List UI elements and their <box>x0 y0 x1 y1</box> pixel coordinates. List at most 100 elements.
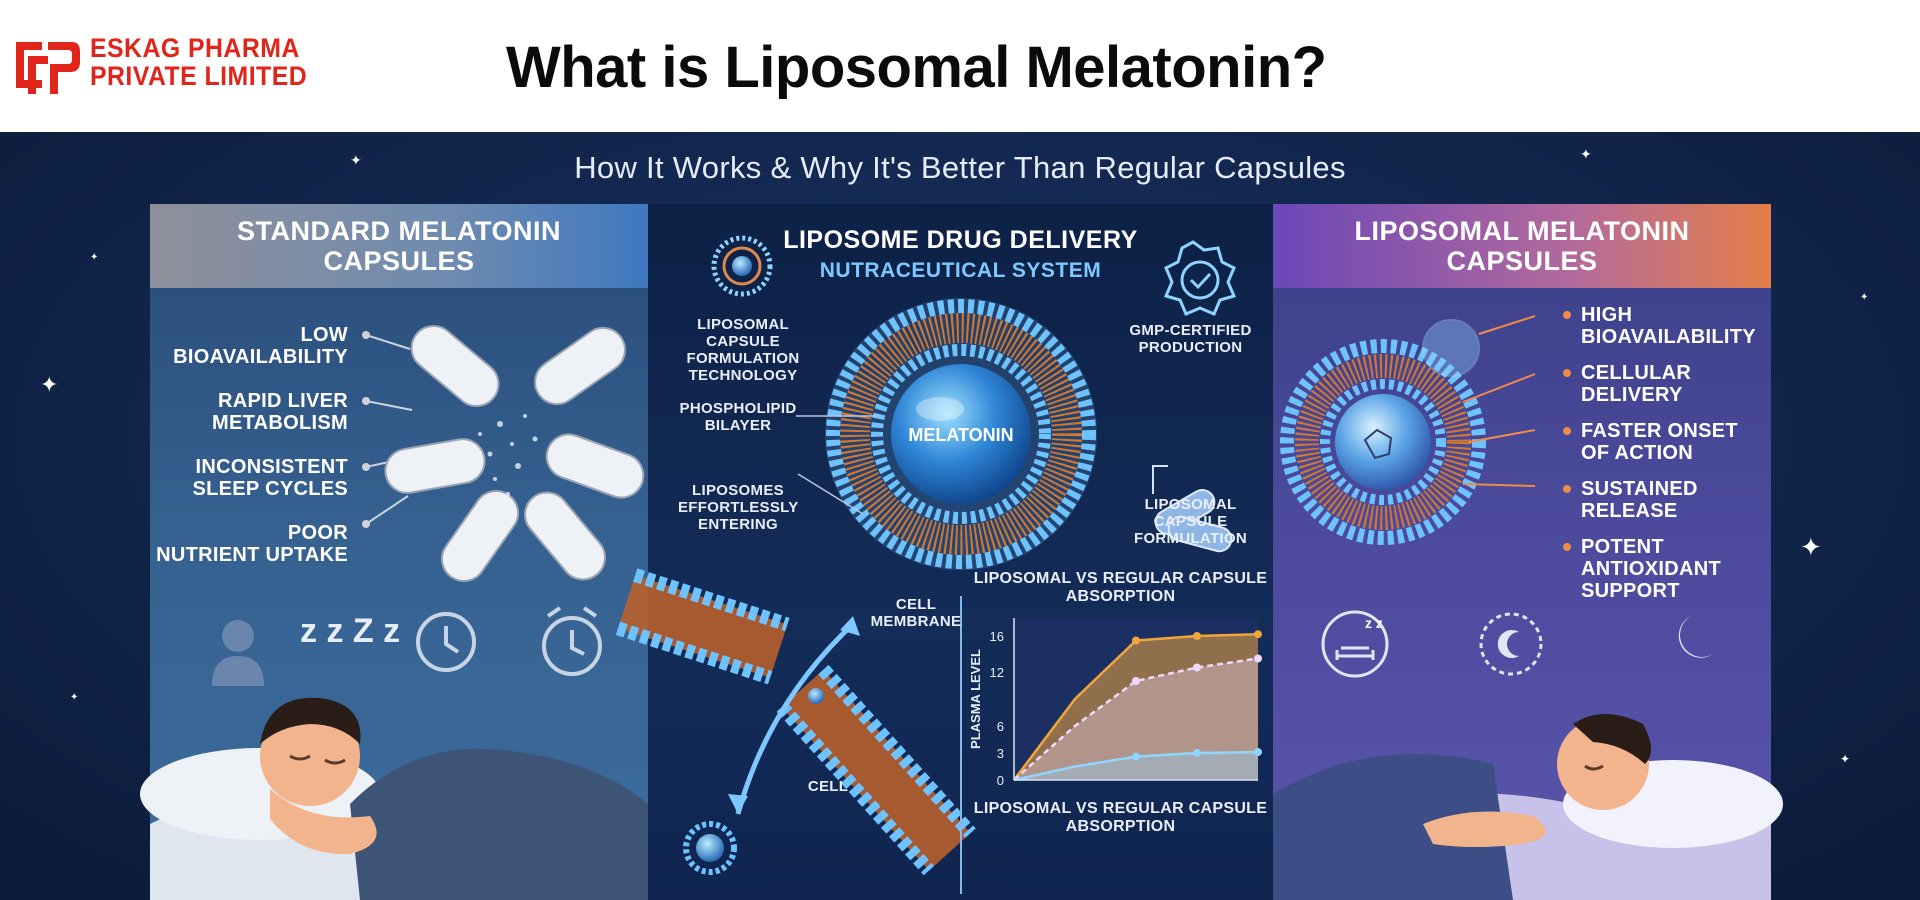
central-liposome <box>825 298 1097 570</box>
star-icon: ✦ <box>70 692 79 703</box>
small-liposome-icon <box>683 821 737 875</box>
star-icon: ✦ <box>1840 752 1851 766</box>
heading-line: LIPOSOMAL MELATONIN <box>1354 216 1690 246</box>
chart-bottom-caption: LIPOSOMAL VS REGULAR CAPSULE ABSORPTION <box>973 800 1268 836</box>
heading-line: STANDARD MELATONIN <box>237 216 561 246</box>
chart-data-point <box>1254 654 1262 663</box>
point-line: NUTRIENT UPTAKE <box>156 544 348 566</box>
label-line: PRODUCTION <box>1138 339 1243 356</box>
liposome-delivery-panel: LIPOSOME DRUG DELIVERY NUTRACEUTICAL SYS… <box>615 204 1273 900</box>
point-low-bioavailability: LOW BIOAVAILABILITY <box>173 324 348 368</box>
label-line: BILAYER <box>704 417 772 434</box>
chart-y-axis-label: PLASMA LEVEL <box>968 649 983 749</box>
heading-line: NUTRACEUTICAL SYSTEM <box>819 259 1102 282</box>
star-icon: ✦ <box>1800 532 1822 562</box>
chart-data-point <box>1132 752 1140 761</box>
phospholipid-bilayer-label: PHOSPHOLIPID BILAYER <box>678 400 798 434</box>
point-sustained-release: SUSTAINED RELEASE <box>1563 478 1698 522</box>
label-line: FORMULATION <box>1133 530 1247 547</box>
svg-text:z z: z z <box>1365 615 1383 631</box>
star-icon: ✦ <box>1580 146 1592 162</box>
tired-sleeper-illustration <box>140 697 648 900</box>
heading-line: CAPSULES <box>1446 246 1598 276</box>
point-line: RELEASE <box>1581 500 1678 522</box>
chart-y-tick-label: 0 <box>997 773 1004 788</box>
crescent-moon-icon <box>1678 616 1713 658</box>
company-name-line2: PRIVATE LIMITED <box>90 61 308 91</box>
point-line: OF ACTION <box>1581 442 1693 464</box>
moon-cycle-icon <box>1479 612 1543 676</box>
point-line: SLEEP CYCLES <box>192 478 348 500</box>
infographic-subtitle: How It Works & Why It's Better Than Regu… <box>574 150 1346 185</box>
label-line: TECHNOLOGY <box>688 367 798 384</box>
label-line: CAPSULE <box>706 333 780 350</box>
point-poor-nutrient-uptake: POOR NUTRIENT UPTAKE <box>156 522 348 566</box>
label-line: GMP-CERTIFIED <box>1129 322 1252 339</box>
star-icon: ✦ <box>350 152 362 168</box>
page-header: ESKAG PHARMA PRIVATE LIMITED What is Lip… <box>0 0 1920 132</box>
point-line: POOR <box>287 522 348 544</box>
chart-data-point <box>1193 749 1201 757</box>
heading-line: CAPSULES <box>323 246 475 276</box>
label-line: PHOSPHOLIPID <box>679 400 797 417</box>
label-line: LIPOSOMAL <box>1144 496 1237 513</box>
point-rapid-liver-metabolism: RAPID LIVER METABOLISM <box>212 390 348 434</box>
star-icon: ✦ <box>40 372 59 397</box>
capsule-formulation-label: LIPOSOMAL CAPSULE FORMULATION <box>1118 496 1263 547</box>
company-name: ESKAG PHARMA PRIVATE LIMITED <box>90 34 307 90</box>
infographic: ✦ ✦ ✦ ✦ ✦ ✦ ✦ ✦ How It Works & Why It's … <box>0 132 1920 900</box>
chart-y-tick-label: 12 <box>990 665 1004 680</box>
point-line: LOW <box>300 324 348 346</box>
label-line: CELL <box>895 596 937 613</box>
clock-icon <box>416 612 476 672</box>
point-line: BIOAVAILABILITY <box>173 346 348 368</box>
chart-data-point <box>1254 630 1262 639</box>
point-high-bioavailability: HIGH BIOAVAILABILITY <box>1563 304 1756 348</box>
chart-data-point <box>1193 632 1201 640</box>
point-cellular-delivery: CELLULAR DELIVERY <box>1562 362 1692 406</box>
point-line: CELLULAR <box>1581 362 1692 384</box>
point-line: FASTER ONSET <box>1581 420 1738 442</box>
capsule-icon <box>1154 489 1233 553</box>
liposomal-capsules-heading: LIPOSOMAL MELATONIN CAPSULES <box>1273 204 1771 288</box>
star-icon: ✦ <box>90 252 99 263</box>
chart-title-text: LIPOSOMAL VS REGULAR CAPSULE ABSORPTION <box>973 570 1268 605</box>
cell-membrane-right <box>776 664 976 876</box>
point-line: SUPPORT <box>1581 580 1680 602</box>
label-line: LIPOSOMES <box>692 482 784 499</box>
company-name-line1: ESKAG PHARMA <box>90 33 300 63</box>
chart-caption-text: LIPOSOMAL VS REGULAR CAPSULE ABSORPTION <box>973 800 1268 835</box>
label-line: CAPSULE <box>1153 513 1228 530</box>
alarm-clock-icon <box>542 606 602 676</box>
point-antioxidant-support: POTENT ANTIOXIDANT SUPPORT <box>1563 536 1721 602</box>
standard-capsules-panel: STANDARD MELATONIN CAPSULES LOW BIOAVAIL… <box>140 204 648 900</box>
chart-series-line <box>1013 657 1259 781</box>
point-line: ANTIOXIDANT <box>1581 558 1721 580</box>
melatonin-label: MELATONIN <box>908 425 1013 445</box>
rested-sleeper-illustration <box>1273 714 1783 900</box>
chart-y-tick-label: 16 <box>990 629 1004 644</box>
point-line: DELIVERY <box>1581 384 1683 406</box>
point-line: SUSTAINED <box>1581 478 1698 500</box>
liposome-diagram: MELATONIN <box>615 235 1237 894</box>
company-logo-icon <box>16 42 80 94</box>
label-line: MEMBRANE <box>870 613 962 630</box>
liposomes-entering-label: LIPOSOMES EFFORTLESSLY ENTERING <box>678 482 798 533</box>
label-line: ENTERING <box>698 516 778 533</box>
bed-sleep-icon <box>1321 610 1389 678</box>
point-line: INCONSISTENT <box>195 456 348 478</box>
point-line: BIOAVAILABILITY <box>1581 326 1756 348</box>
point-line: POTENT <box>1581 536 1664 558</box>
label-line: FORMULATION <box>686 350 800 367</box>
point-faster-onset: FASTER ONSET OF ACTION <box>1563 420 1738 464</box>
label-line: LIPOSOMAL <box>697 316 789 333</box>
gmp-badge-icon <box>1163 240 1237 316</box>
cell-membrane-label: CELL MEMBRANE <box>866 596 966 630</box>
point-inconsistent-sleep: INCONSISTENT SLEEP CYCLES <box>193 456 349 500</box>
liposome-benefit-illustration: z z <box>1273 315 1783 900</box>
person-icon <box>212 620 264 686</box>
chart-data-point <box>1254 748 1262 757</box>
liposomal-capsules-panel: LIPOSOMAL MELATONIN CAPSULES <box>1273 204 1783 900</box>
chart-y-tick-label: 3 <box>997 746 1004 761</box>
